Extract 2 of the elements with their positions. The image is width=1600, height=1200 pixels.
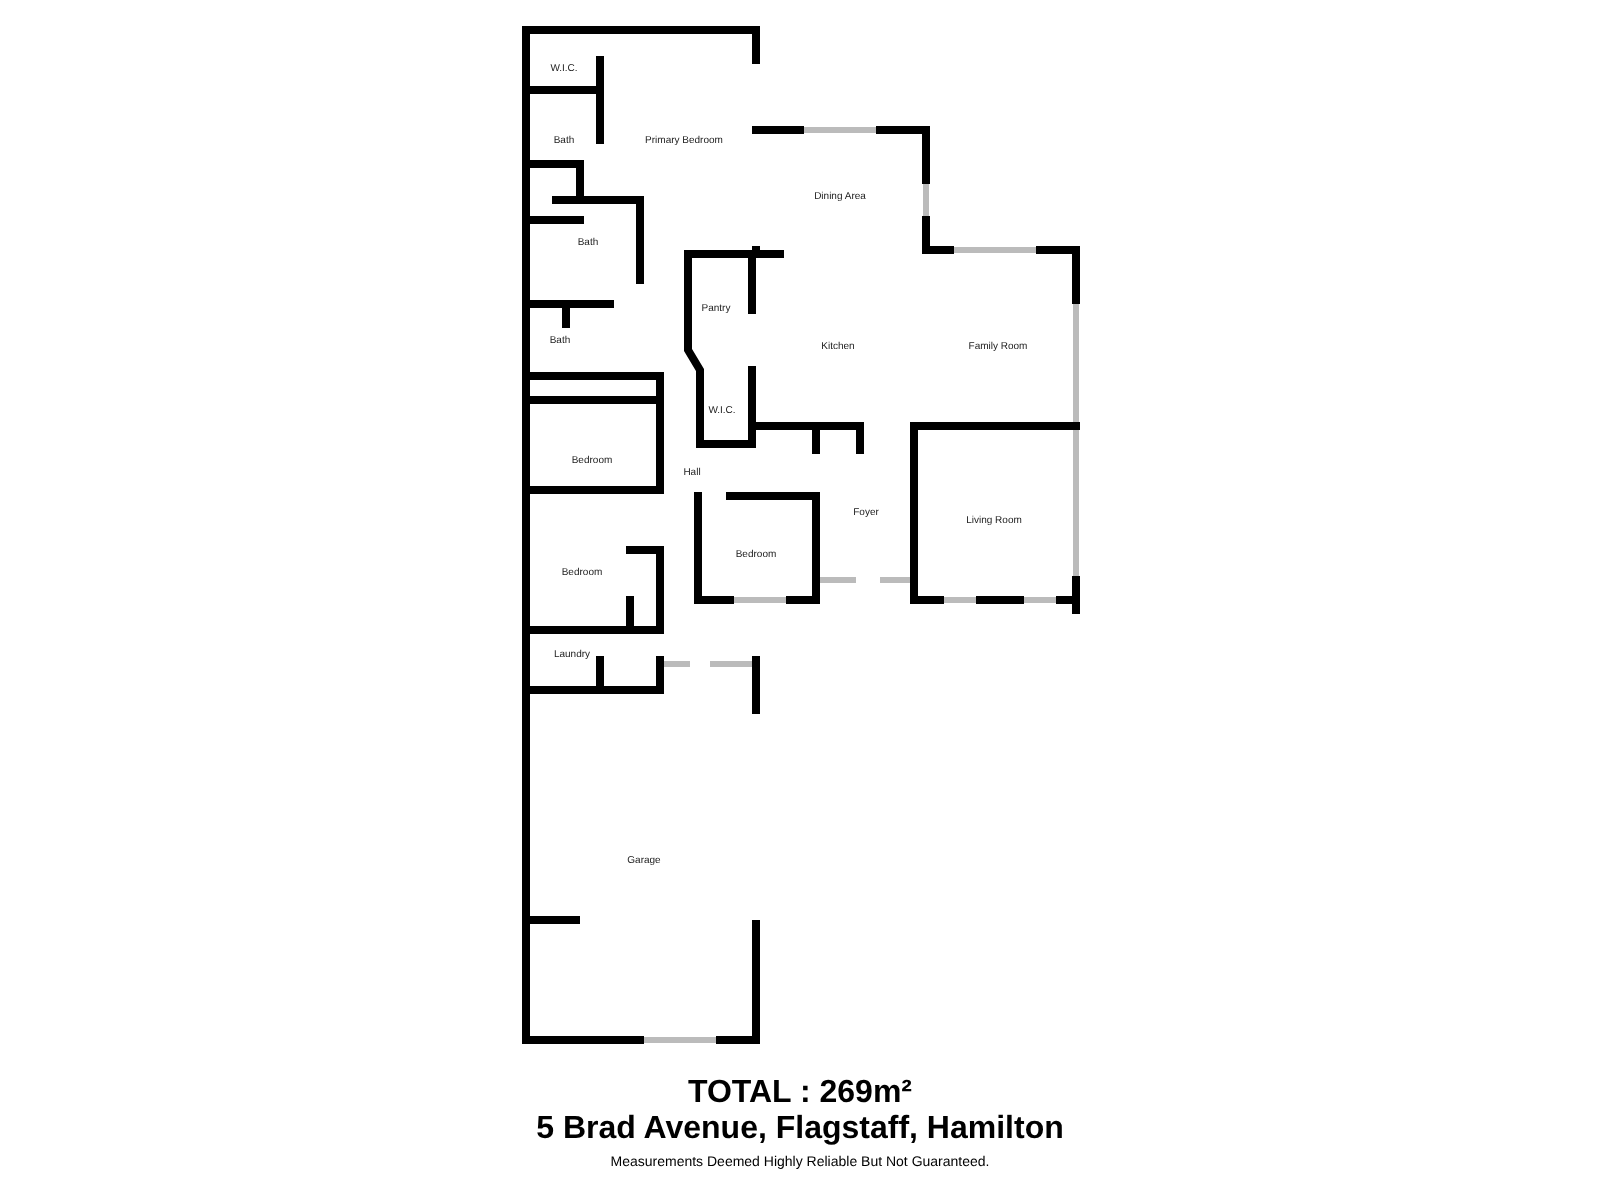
address: 5 Brad Avenue, Flagstaff, Hamilton (536, 1112, 1064, 1148)
title: TOTAL : 269m² (687, 1076, 913, 1112)
